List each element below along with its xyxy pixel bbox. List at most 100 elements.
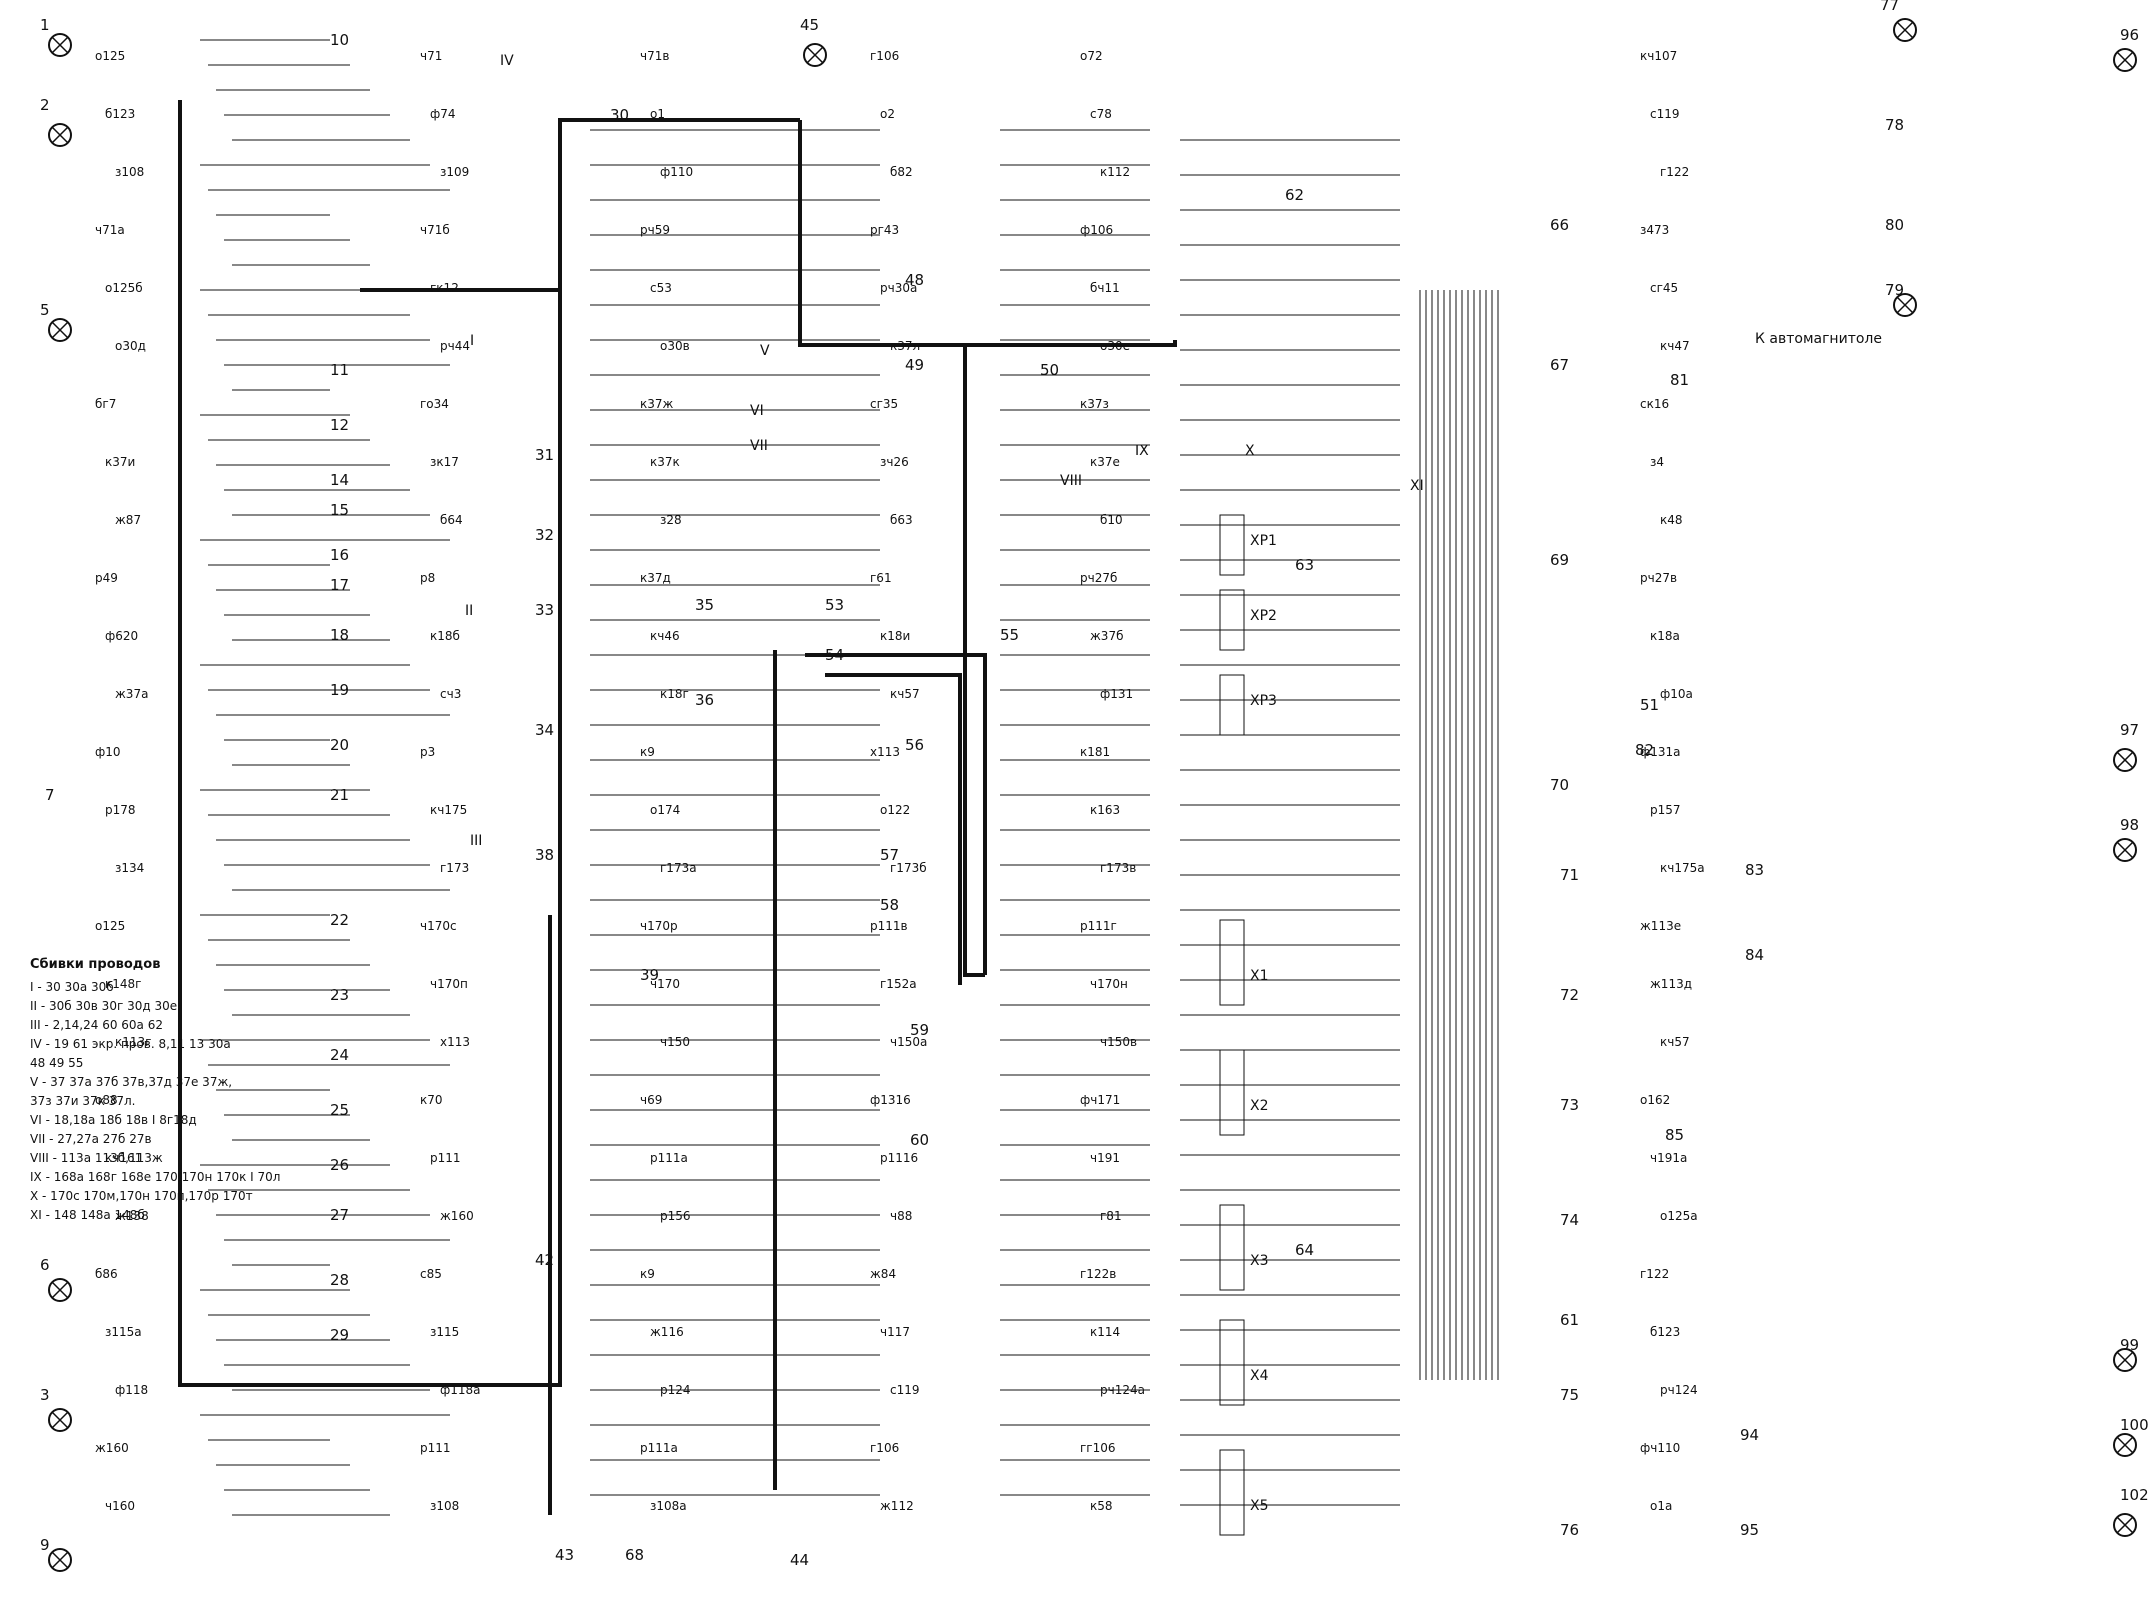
component-number: 85 [1665, 1126, 1684, 1144]
component-number: 22 [330, 911, 349, 929]
component-number: 59 [910, 1021, 929, 1039]
wire-label: г173в [1100, 861, 1136, 875]
wire-label: з108а [650, 1499, 687, 1513]
wire-label: ф131 [1100, 687, 1133, 701]
component-number: 21 [330, 786, 349, 804]
wire-label: фч110 [1640, 1441, 1680, 1455]
wire-label: г173 [440, 861, 469, 875]
connector-label: X2 [1250, 1098, 1269, 1114]
wire-label: ч170 [650, 977, 680, 991]
component-number: 81 [1670, 371, 1689, 389]
wire-label: з4 [1650, 455, 1664, 469]
wire-label: к37е [1090, 455, 1120, 469]
wire-label: ж160 [95, 1441, 129, 1455]
wire-label: з134 [115, 861, 144, 875]
lamp-icon [2113, 748, 2137, 772]
wire-label: о30е [1100, 339, 1130, 353]
wire-label: р3 [420, 745, 435, 759]
wire-label: з115а [105, 1325, 142, 1339]
component-number: 56 [905, 736, 924, 754]
component-number: 75 [1560, 1386, 1579, 1404]
wire-label: з108 [115, 165, 144, 179]
wire-label: ск16 [1640, 397, 1669, 411]
wire-label: ж112 [880, 1499, 914, 1513]
wire-label: ч69 [640, 1093, 662, 1107]
connector-label: X3 [1250, 1253, 1269, 1269]
component-number: 10 [330, 31, 349, 49]
component-number: 28 [330, 1271, 349, 1289]
wire-label: о125 [95, 49, 125, 63]
wire-label: з109 [440, 165, 469, 179]
component-number: 45 [800, 16, 819, 34]
component-number: 9 [40, 1536, 50, 1554]
wire-label: рч59 [640, 223, 670, 237]
wire-label: кч107 [1640, 49, 1677, 63]
component-number: 67 [1550, 356, 1569, 374]
wire-label: о30в [660, 339, 690, 353]
wire-label: сч3 [440, 687, 461, 701]
bundle-label: XI [1410, 478, 1424, 494]
connector-label: XP2 [1250, 608, 1277, 624]
wire-label: ч71б [420, 223, 450, 237]
component-number: 34 [535, 721, 554, 739]
bundle-label: VII [750, 438, 768, 454]
wire-label: б64 [440, 513, 463, 527]
wire-label: ч191а [1650, 1151, 1687, 1165]
wire-label: р156 [660, 1209, 691, 1223]
wire-label: р111 [420, 1441, 451, 1455]
wire-label: ф118а [440, 1383, 481, 1397]
wire-label: фч171 [1080, 1093, 1120, 1107]
wire-label: г61 [870, 571, 892, 585]
wire-label: к9 [640, 745, 655, 759]
wire-label: к48 [1660, 513, 1683, 527]
wire-label: к18и [880, 629, 910, 643]
wire-label: р111г [1080, 919, 1117, 933]
lamp-icon [1893, 18, 1917, 42]
legend-title: Сбивки проводов [30, 957, 161, 972]
component-number: 25 [330, 1101, 349, 1119]
wire-label: г106 [870, 49, 899, 63]
component-number: 23 [330, 986, 349, 1004]
wire-label: рч124 [1660, 1383, 1698, 1397]
wire-label: о2 [880, 107, 895, 121]
component-number: 54 [825, 646, 844, 664]
wire-label: ч71 [420, 49, 442, 63]
wire-label: ч150 [660, 1035, 690, 1049]
wire-label: бг7 [95, 397, 116, 411]
component-number: 51 [1640, 696, 1659, 714]
wire-label: ч88 [890, 1209, 912, 1223]
wire-label: к58 [1090, 1499, 1113, 1513]
wire-label: г122 [1660, 165, 1689, 179]
lamp-icon [48, 1548, 72, 1572]
component-number: 73 [1560, 1096, 1579, 1114]
component-number: 57 [880, 846, 899, 864]
component-number: 29 [330, 1326, 349, 1344]
wire-label: з28 [660, 513, 682, 527]
component-number: 12 [330, 416, 349, 434]
component-number: 76 [1560, 1521, 1579, 1539]
wire-label: ч160 [105, 1499, 135, 1513]
bundle-label: VIII [1060, 473, 1082, 489]
wire-label: ф620 [105, 629, 138, 643]
component-number: 30 [610, 106, 629, 124]
wire-label: с85 [420, 1267, 442, 1281]
component-number: 102 [2120, 1486, 2149, 1504]
wire-label: с53 [650, 281, 672, 295]
component-number: 3 [40, 1386, 50, 1404]
wire-label: х113 [870, 745, 900, 759]
wire-label: кч57 [890, 687, 920, 701]
wire-label: к37и [105, 455, 135, 469]
wire-label: о162 [1640, 1093, 1670, 1107]
wire-label: ф74 [430, 107, 456, 121]
wire-label: ф106 [1080, 223, 1113, 237]
component-number: 1 [40, 16, 50, 34]
wire-label: о125а [1660, 1209, 1698, 1223]
legend-row: IV - 19 61 экр. пров. 8,11 13 30а [30, 1037, 231, 1051]
component-number: 70 [1550, 776, 1569, 794]
wire-label: о1а [1650, 1499, 1672, 1513]
wire-label: ф10 [95, 745, 121, 759]
wire-label: гг106 [1080, 1441, 1116, 1455]
